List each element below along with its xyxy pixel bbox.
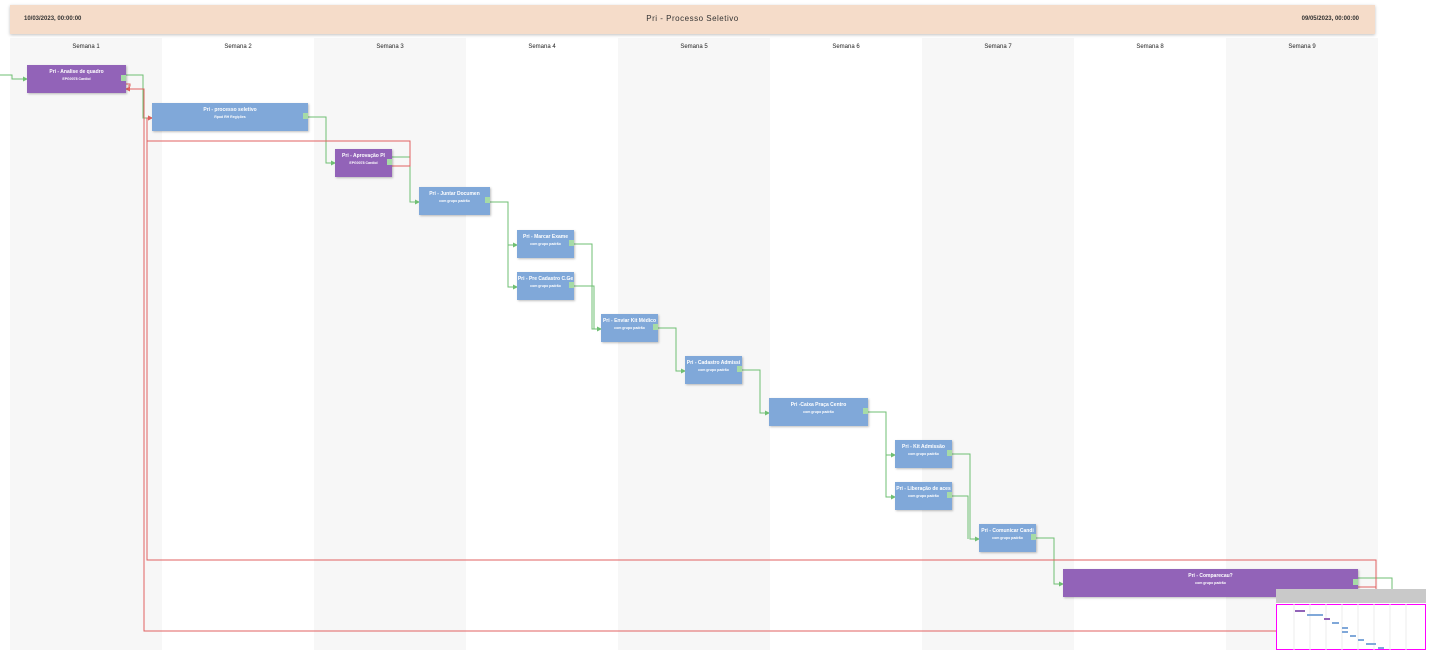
task-subtitle: com grupo padrão	[803, 410, 834, 414]
task-card[interactable]: Pri - Cadastro Admissi com grupo padrão	[685, 356, 742, 384]
week-label: Semana 3	[376, 44, 404, 50]
process-header: 10/03/2023, 00:00:00 Pri - Processo Sele…	[10, 5, 1375, 34]
task-title: Pri - Comunicar Candi	[981, 528, 1034, 534]
link-handle[interactable]	[1353, 579, 1358, 585]
task-title: Pri - Marcar Exame	[522, 234, 569, 240]
link-analise-to-processo	[126, 74, 153, 121]
link-handle[interactable]	[303, 113, 308, 119]
task-card[interactable]: Pri - Comparecau? com grupo padrão	[1063, 569, 1358, 597]
end-date: 09/05/2023, 00:00:00	[1301, 16, 1359, 22]
task-subtitle: com grupo padrão	[614, 326, 645, 330]
week-label: Semana 6	[832, 44, 860, 50]
link-handle[interactable]	[569, 282, 574, 288]
task-subtitle: com grupo padrão	[530, 284, 561, 288]
week-column-5	[618, 38, 770, 650]
link-handle[interactable]	[485, 197, 490, 203]
task-title: Pri - Kit Admissão	[902, 444, 945, 450]
loop-comparecau-to-start	[125, 86, 1377, 632]
task-card[interactable]: Pri - Marcar Exame com grupo padrão	[517, 230, 574, 258]
task-title: Pri - processo seletivo	[203, 107, 257, 113]
task-title: Pri - Analise de quadro	[49, 69, 104, 75]
link-handle[interactable]	[569, 240, 574, 246]
task-subtitle: com grupo padrão	[1195, 581, 1226, 585]
task-card[interactable]: Pri - Comunicar Candi com grupo padrão	[979, 524, 1036, 552]
link-handle[interactable]	[947, 450, 952, 456]
task-subtitle: com grupo padrão	[992, 536, 1023, 540]
week-label: Semana 7	[984, 44, 1012, 50]
link-handle[interactable]	[121, 75, 126, 81]
week-label: Semana 2	[224, 44, 252, 50]
minimap[interactable]	[1276, 589, 1426, 650]
task-card[interactable]: Pri -Caixa Praça Centro com grupo padrão	[769, 398, 868, 426]
task-subtitle: Rpod RH Regições	[214, 115, 246, 119]
link-handle[interactable]	[387, 159, 392, 165]
task-subtitle: com grupo padrão	[439, 199, 470, 203]
link-juntar-to-marcar	[490, 201, 518, 248]
link-handle[interactable]	[947, 492, 952, 498]
process-title: Pri - Processo Seletivo	[646, 14, 739, 23]
week-label: Semana 4	[528, 44, 556, 50]
task-title: Pri - Liberação de aces	[896, 486, 951, 492]
task-card[interactable]: Pri - Kit Admissão com grupo padrão	[895, 440, 952, 468]
task-title: Pri - Pre Cadastro C.Ge	[517, 276, 574, 282]
task-card[interactable]: Pri - processo seletivo Rpod RH Regições	[152, 103, 308, 131]
link-caixa-to-kit	[868, 411, 896, 458]
task-title: Pri - Juntar Documen	[429, 191, 480, 197]
week-label: Semana 1	[72, 44, 100, 50]
task-title: Pri - Cadastro Admissi	[686, 360, 741, 366]
task-card[interactable]: Pri - Liberação de aces com grupo padrão	[895, 482, 952, 510]
task-title: Pri - Comparecau?	[1188, 573, 1233, 579]
task-title: Pri -Caixa Praça Centro	[790, 402, 847, 408]
link-juntar-to-precadastro	[507, 245, 518, 290]
link-handle[interactable]	[737, 366, 742, 372]
task-subtitle: EPG0078 Cardiol	[349, 161, 378, 165]
link-aprovacao-to-juntar	[392, 156, 420, 205]
task-subtitle: EPG0078 Cardiol	[62, 77, 91, 81]
loop-analise-back	[126, 83, 131, 87]
task-card[interactable]: Pri - Enviar Kit Médico com grupo padrão	[601, 314, 658, 342]
week-label: Semana 8	[1136, 44, 1164, 50]
task-title: Pri - Enviar Kit Médico	[602, 318, 657, 324]
week-label: Semana 9	[1288, 44, 1316, 50]
task-card[interactable]: Pri - Pre Cadastro C.Ge com grupo padrão	[517, 272, 574, 300]
week-column-3	[314, 38, 466, 650]
link-handle[interactable]	[1031, 534, 1036, 540]
link-liberacao-to-comunicar	[952, 495, 969, 539]
link-precadastro-to-enviar	[574, 285, 595, 329]
task-subtitle: com grupo padrão	[908, 452, 939, 456]
link-start-to-analise	[0, 74, 28, 82]
task-title: Pri - Aprovação PI	[342, 153, 385, 159]
link-handle[interactable]	[863, 408, 868, 414]
week-label: Semana 5	[680, 44, 708, 50]
minimap-preview	[1293, 604, 1407, 650]
task-subtitle: com grupo padrão	[908, 494, 939, 498]
link-comunicar-to-comparecau	[1036, 537, 1064, 587]
link-enviar-to-cadastro	[658, 327, 686, 374]
task-subtitle: com grupo padrão	[530, 242, 561, 246]
start-date: 10/03/2023, 00:00:00	[24, 16, 82, 22]
link-cadastro-to-caixa	[742, 369, 770, 416]
link-kit-to-comunicar	[952, 453, 980, 542]
link-caixa-to-liberacao	[885, 455, 896, 500]
link-handle[interactable]	[653, 324, 658, 330]
minimap-header	[1276, 589, 1426, 603]
link-processo-to-aprovacao	[308, 116, 336, 166]
week-column-1	[10, 38, 162, 650]
task-card[interactable]: Pri - Aprovação PI EPG0078 Cardiol	[335, 149, 392, 177]
task-subtitle: com grupo padrão	[698, 368, 729, 372]
task-card[interactable]: Pri - Juntar Documen com grupo padrão	[419, 187, 490, 215]
week-column-9	[1226, 38, 1378, 650]
loop-comparecau-to-processo	[146, 141, 1377, 588]
task-card[interactable]: Pri - Analise de quadro EPG0078 Cardiol	[27, 65, 126, 93]
